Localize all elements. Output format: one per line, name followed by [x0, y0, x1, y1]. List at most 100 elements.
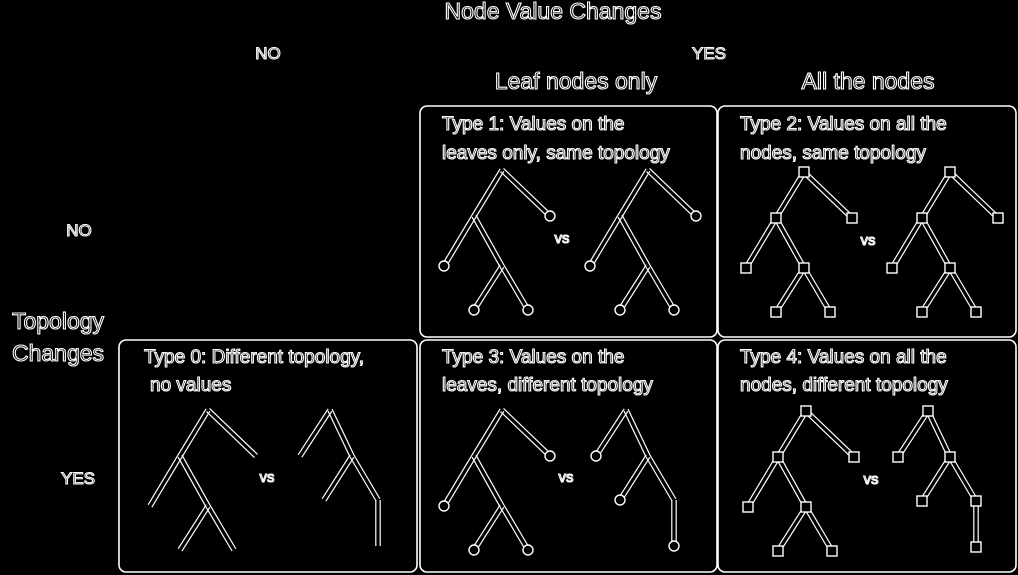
type3-tree-right-branch	[617, 454, 647, 500]
type2-tree-right-branch	[923, 268, 953, 314]
type4-tree-left-internal-node	[772, 451, 784, 463]
type2-tree-left-internal-node	[798, 262, 810, 274]
type3-tree-left-leaf-node	[544, 450, 556, 462]
type2-tree-left-branch	[777, 172, 807, 220]
type2-tree-right-branch	[919, 218, 949, 270]
type2-tree-left-branch	[743, 216, 775, 268]
column-leaf-nodes-label: Leaf nodes only	[495, 68, 658, 94]
type1-tree-left-branch	[499, 266, 527, 312]
type1-tree-right-branch	[617, 264, 647, 310]
tree-drawings	[147, 166, 1004, 557]
type4-tree-right-leaf-node	[970, 541, 982, 553]
type3-tree-left-branch	[475, 454, 505, 506]
type4-tree-right-internal-node	[944, 451, 956, 463]
type0-tree-right-branch	[331, 408, 355, 456]
type2-tree-left-branch	[773, 218, 803, 270]
type2-tree-right-leaf-node	[970, 306, 982, 318]
type1-tree-left-branch	[471, 168, 501, 216]
type0-tree-left-branch	[151, 456, 183, 508]
type1-tree-right-branch	[587, 214, 619, 266]
type3-tree-right-branch	[645, 456, 673, 502]
type0-tree-right-branch	[321, 454, 351, 500]
type3-tree-left-branch	[471, 408, 501, 456]
type4-tree-left-branch	[775, 505, 805, 551]
type3-tree-right-branch	[597, 410, 629, 458]
type4-tree-left-internal-node	[800, 501, 812, 513]
type2-tree-left-internal-node	[798, 166, 810, 178]
type2-tree-left-leaf-node	[824, 306, 836, 318]
type2-tree-right-internal-node	[944, 166, 956, 178]
type2-tree-right-branch	[919, 266, 949, 312]
type1-tree-right-branch	[591, 216, 623, 268]
type4-tree-right-branch	[923, 457, 953, 503]
type4-tree-right-leaf-node	[892, 451, 904, 463]
panel-type4	[717, 339, 1017, 573]
type4-tree-right-branch	[895, 409, 927, 457]
type3-caption-line1: Type 3: Values on the	[442, 347, 624, 368]
type2-tree-right-branch	[919, 170, 949, 218]
type0-tree-left-branch	[177, 456, 207, 508]
panel-type1	[419, 105, 718, 338]
type1-tree-left-branch	[503, 264, 531, 310]
type1-tree-left-branch	[445, 216, 477, 268]
type1-tree-left-leaf-node	[544, 210, 556, 222]
type2-tree-right-branch	[947, 268, 975, 314]
type1-tree-right-leaf-node	[584, 260, 596, 272]
type3-tree-left-branch	[475, 410, 505, 458]
type3-tree-left-branch	[471, 456, 501, 508]
type4-vs-label: vs	[864, 471, 879, 488]
type3-tree-right-branch	[649, 454, 677, 500]
type0-tree-right-branch	[297, 408, 329, 456]
type0-tree-left-branch	[209, 407, 258, 455]
type0-tree-left-branch	[177, 408, 207, 456]
type2-tree-right-leaf-node	[886, 262, 898, 274]
type2-tree-left-branch	[805, 266, 833, 312]
type3-tree-left-branch	[503, 407, 552, 455]
type4-tree-left-branch	[775, 457, 805, 509]
type2-tree-left-branch	[747, 218, 779, 270]
panel-type3	[419, 339, 718, 573]
type4-tree-left-leaf-node	[848, 451, 860, 463]
type2-tree-left-branch	[773, 170, 803, 218]
row-yes-label: YES	[61, 469, 95, 488]
type2-tree-right-branch	[948, 173, 997, 221]
type1-tree-right-branch	[621, 170, 651, 218]
type2-tree-right-leaf-node	[992, 212, 1004, 224]
type3-tree-right-leaf-node	[668, 540, 680, 552]
type3-tree-left-branch	[441, 454, 473, 506]
type3-tree-left-leaf-node	[522, 544, 534, 556]
topology-changes-title-line1: Topology	[12, 308, 105, 334]
type3-tree-right-branch	[623, 410, 647, 458]
panel-type2	[717, 105, 1017, 338]
type1-tree-right-branch	[646, 171, 695, 219]
type4-tree-left-branch	[803, 507, 831, 553]
type4-tree-left-branch	[779, 507, 809, 553]
type1-tree-left-branch	[471, 216, 501, 268]
type3-tree-right-leaf-node	[614, 494, 626, 506]
type2-tree-right-internal-node	[916, 212, 928, 224]
type2-tree-left-leaf-node	[770, 306, 782, 318]
type1-tree-right-leaf-node	[668, 304, 680, 316]
type3-tree-left-branch	[500, 411, 549, 459]
type2-tree-right-leaf-node	[916, 306, 928, 318]
type3-tree-left-branch	[503, 504, 531, 550]
type0-tree-left-branch	[177, 504, 207, 550]
type1-tree-left-branch	[471, 264, 501, 310]
type2-tree-right-branch	[951, 266, 979, 312]
type2-tree-left-leaf-node	[846, 212, 858, 224]
type4-tree-right-branch	[951, 455, 979, 501]
type4-tree-left-branch	[807, 505, 835, 551]
type1-tree-right-leaf-node	[690, 210, 702, 222]
type0-tree-right-branch	[327, 410, 351, 458]
type4-tree-right-branch	[919, 455, 949, 501]
type2-tree-right-branch	[893, 218, 925, 270]
type1-tree-left-branch	[475, 214, 505, 266]
type0-tree-left-branch	[209, 504, 237, 550]
type4-tree-left-leaf-node	[826, 545, 838, 557]
type0-tree-right-branch	[325, 456, 355, 502]
type4-tree-left-branch	[807, 408, 856, 456]
type0-caption-line2: no values	[150, 375, 231, 396]
type3-tree-right-branch	[627, 408, 651, 456]
type3-caption-line2: leaves, different topology	[442, 375, 653, 396]
